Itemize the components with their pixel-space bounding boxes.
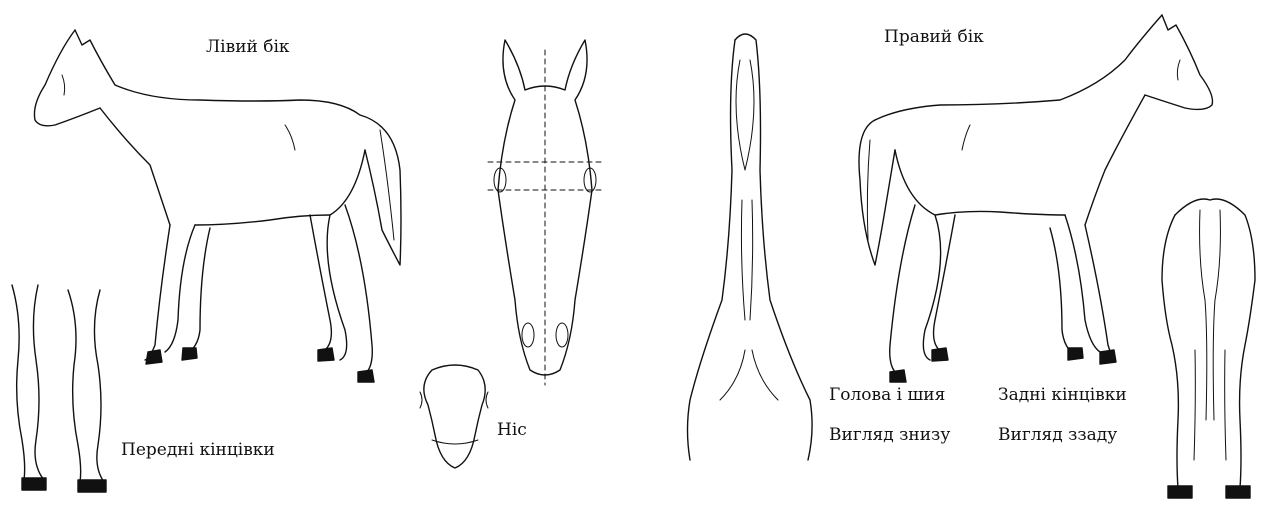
horse-right-side-drawing xyxy=(859,15,1213,382)
label-head-neck-title: Голова і шия xyxy=(829,385,945,405)
front-limbs-drawing xyxy=(12,285,106,492)
label-head-neck-view: Вигляд знизу xyxy=(829,425,950,445)
label-nose: Ніс xyxy=(497,420,527,440)
nose-drawing xyxy=(420,365,488,468)
label-right-side: Правий бік xyxy=(884,27,984,47)
head-front-view-drawing xyxy=(488,40,602,385)
label-hind-limbs-view: Вигляд ззаду xyxy=(998,425,1117,445)
label-hind-limbs-title: Задні кінцівки xyxy=(998,385,1127,405)
label-front-limbs: Передні кінцівки xyxy=(121,440,275,460)
label-left-side: Лівий бік xyxy=(206,37,290,57)
head-neck-below-drawing xyxy=(688,34,813,460)
horse-left-side-drawing xyxy=(34,30,401,382)
hind-limbs-rear-drawing xyxy=(1162,199,1255,498)
